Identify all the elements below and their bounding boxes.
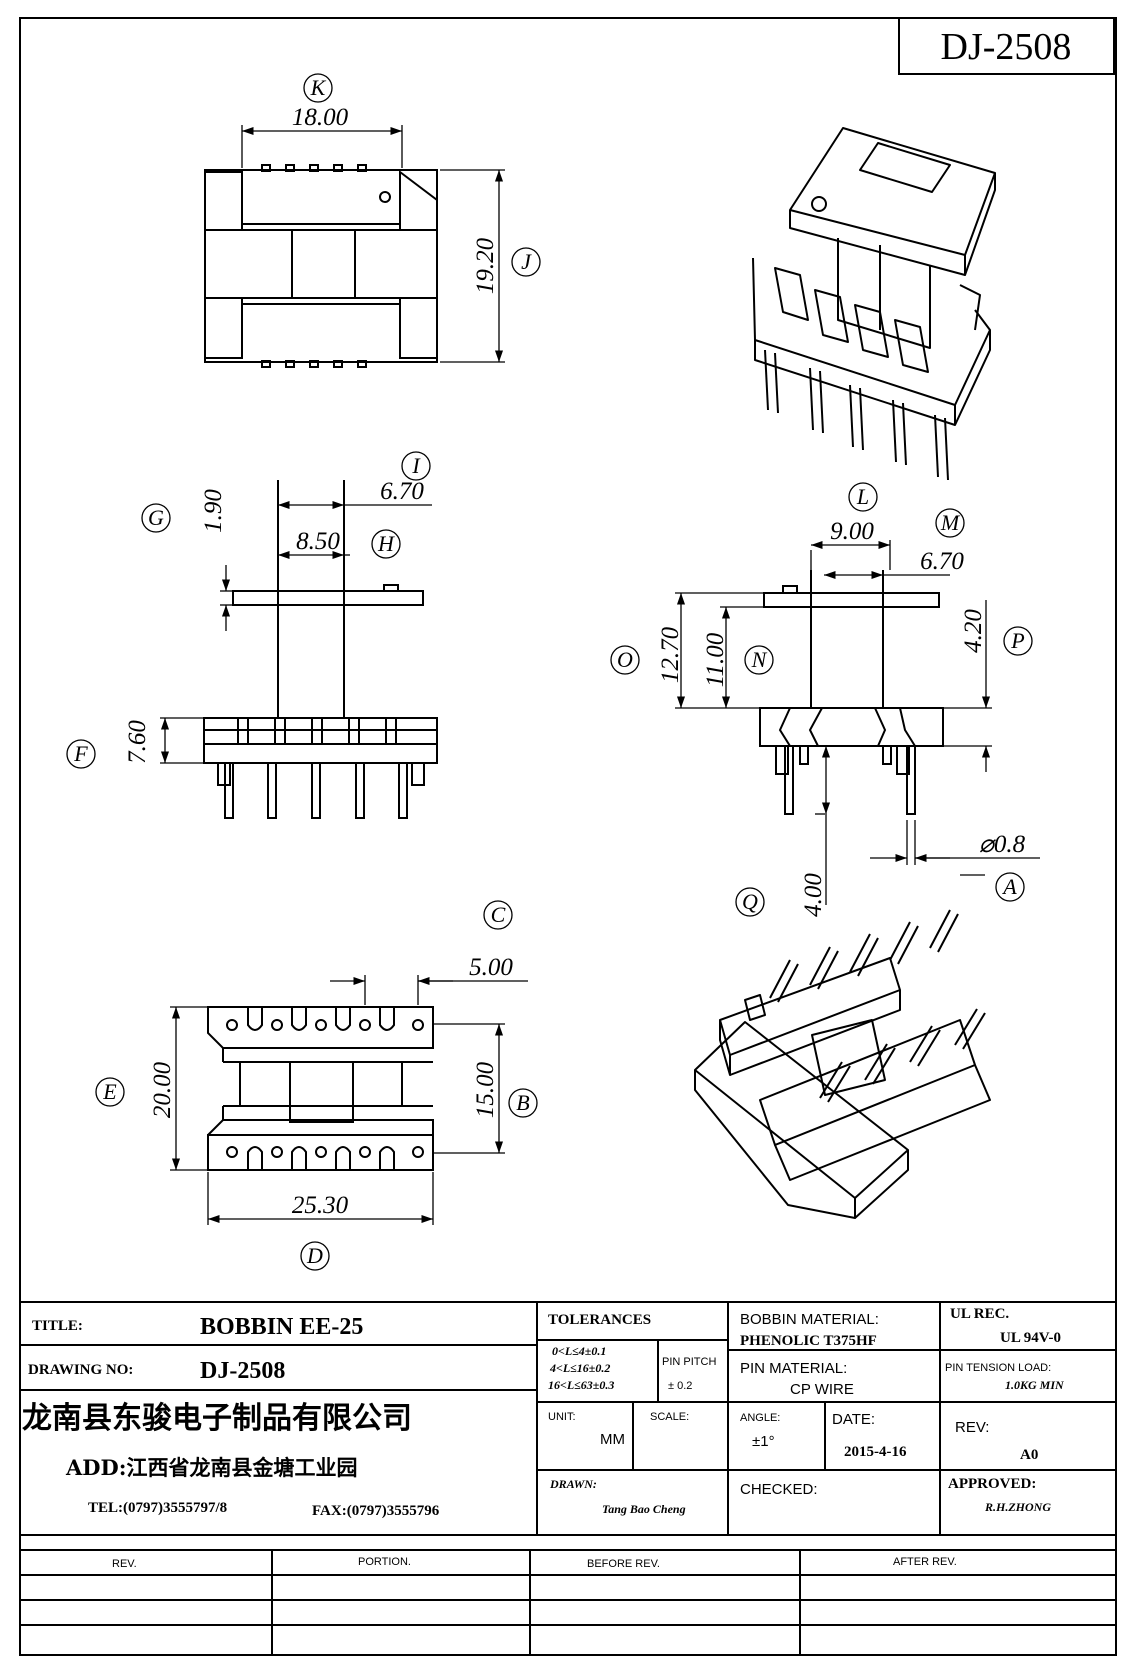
company-tel: TEL:(0797)3555797/8 — [88, 1500, 227, 1516]
rev-table-header-rev: REV. — [112, 1558, 137, 1570]
dim-o-ref: O — [617, 647, 633, 672]
rev-table-header-before: BEFORE REV. — [587, 1558, 660, 1570]
dim-p-ref: P — [1010, 628, 1024, 653]
drawn-value: Tang Bao Cheng — [602, 1502, 686, 1516]
dim-k-ref: K — [310, 75, 327, 100]
rev-table-header-portion: PORTION. — [358, 1556, 411, 1568]
dim-f-value: 7.60 — [124, 720, 151, 764]
angle-label: ANGLE: — [740, 1412, 780, 1424]
front-view-dimensions — [66, 451, 432, 769]
approved-value: R.H.ZHONG — [984, 1500, 1051, 1514]
dim-o-value: 12.70 — [657, 626, 684, 683]
dim-d-ref: D — [306, 1243, 323, 1268]
scale-label: SCALE: — [650, 1411, 689, 1423]
angle-value: ±1° — [752, 1433, 775, 1450]
dim-a-ref: A — [1001, 874, 1017, 899]
tolerances-label: TOLERANCES — [548, 1312, 651, 1328]
dim-i-ref: I — [411, 453, 421, 478]
bottom-view-dimensions — [95, 900, 538, 1271]
date-label: DATE: — [832, 1411, 875, 1428]
title-value: BOBBIN EE-25 — [200, 1314, 363, 1340]
dim-q-ref: Q — [742, 889, 758, 914]
approved-label: APPROVED: — [948, 1476, 1036, 1492]
dim-n-value: 11.00 — [702, 632, 729, 687]
tolerance-line-1: 0<L≤4±0.1 — [552, 1344, 606, 1358]
dim-p-value: 4.20 — [960, 609, 987, 653]
side-view-dimensions — [610, 482, 1040, 917]
dim-c-ref: C — [491, 902, 506, 927]
drawing-number-box: DJ-2508 — [898, 17, 1115, 75]
dim-n-ref: N — [751, 647, 768, 672]
dim-f-ref: F — [73, 741, 88, 766]
dim-e-value: 20.00 — [149, 1061, 176, 1118]
dim-i-value: 6.70 — [380, 478, 424, 505]
dim-d-value: 25.30 — [292, 1192, 349, 1219]
dim-a-value: ⌀0.8 — [979, 831, 1026, 858]
rev-table-header-after: AFTER REV. — [893, 1556, 957, 1568]
drawing-no-label: DRAWING NO: — [28, 1362, 133, 1378]
sheet-border — [19, 17, 1117, 1656]
dim-g-ref: G — [148, 505, 164, 530]
bottom-view — [207, 1006, 434, 1171]
dim-h-value: 8.50 — [296, 528, 340, 555]
dim-q-value: 4.00 — [800, 873, 827, 917]
drawing-number-box-text: DJ-2508 — [941, 26, 1072, 68]
title-block — [20, 1301, 1116, 1655]
company-address: ADD:江西省龙南县金塘工业园 — [65, 1455, 357, 1480]
dim-m-ref: M — [940, 510, 961, 535]
rev-label: REV: — [955, 1419, 989, 1436]
date-value: 2015-4-16 — [844, 1444, 907, 1460]
pin-pitch-value: ± 0.2 — [668, 1380, 692, 1392]
dim-l-value: 9.00 — [830, 518, 874, 545]
top-view — [204, 164, 438, 368]
pin-tension-value: 1.0KG MIN — [1005, 1378, 1065, 1392]
pin-tension-label: PIN TENSION LOAD: — [945, 1362, 1051, 1374]
tolerance-line-2: 4<L≤16±0.2 — [549, 1361, 610, 1375]
ul-rec-label: UL REC. — [950, 1306, 1009, 1322]
tolerance-line-3: 16<L≤63±0.3 — [548, 1378, 614, 1392]
isometric-view-top — [752, 127, 996, 481]
pin-pitch-label: PIN PITCH — [662, 1356, 716, 1368]
side-view — [759, 570, 944, 815]
dim-j-ref: J — [521, 249, 532, 274]
unit-label: UNIT: — [548, 1411, 576, 1423]
bobbin-material-value: PHENOLIC T375HF — [740, 1333, 877, 1349]
drawn-label: DRAWN: — [549, 1477, 597, 1491]
dim-c-value: 5.00 — [469, 954, 513, 981]
pin-material-label: PIN MATERIAL: — [740, 1360, 847, 1377]
pin-material-value: CP WIRE — [790, 1381, 854, 1398]
drawing-no-value: DJ-2508 — [200, 1358, 285, 1384]
front-view — [203, 480, 438, 819]
dim-e-ref: E — [102, 1079, 117, 1104]
isometric-view-bottom — [694, 909, 991, 1219]
ul-rec-value: UL 94V-0 — [1000, 1330, 1061, 1346]
dim-b-ref: B — [516, 1090, 529, 1115]
dim-h-ref: H — [377, 531, 395, 556]
dim-j-value: 19.20 — [472, 237, 499, 294]
company-name: 龙南县东骏电子制品有限公司 — [22, 1401, 412, 1436]
dim-g-value: 1.90 — [200, 489, 227, 533]
dim-k-value: 18.00 — [292, 104, 349, 131]
unit-value: MM — [600, 1431, 625, 1448]
company-fax: FAX:(0797)3555796 — [312, 1503, 440, 1519]
title-label: TITLE: — [32, 1318, 83, 1334]
top-view-dimensions — [241, 73, 541, 363]
bobbin-material-label: BOBBIN MATERIAL: — [740, 1311, 879, 1328]
dim-l-ref: L — [856, 484, 869, 509]
dim-m-value: 6.70 — [920, 548, 964, 575]
checked-label: CHECKED: — [740, 1481, 818, 1498]
dim-b-value: 15.00 — [472, 1061, 499, 1118]
rev-value: A0 — [1020, 1447, 1038, 1463]
